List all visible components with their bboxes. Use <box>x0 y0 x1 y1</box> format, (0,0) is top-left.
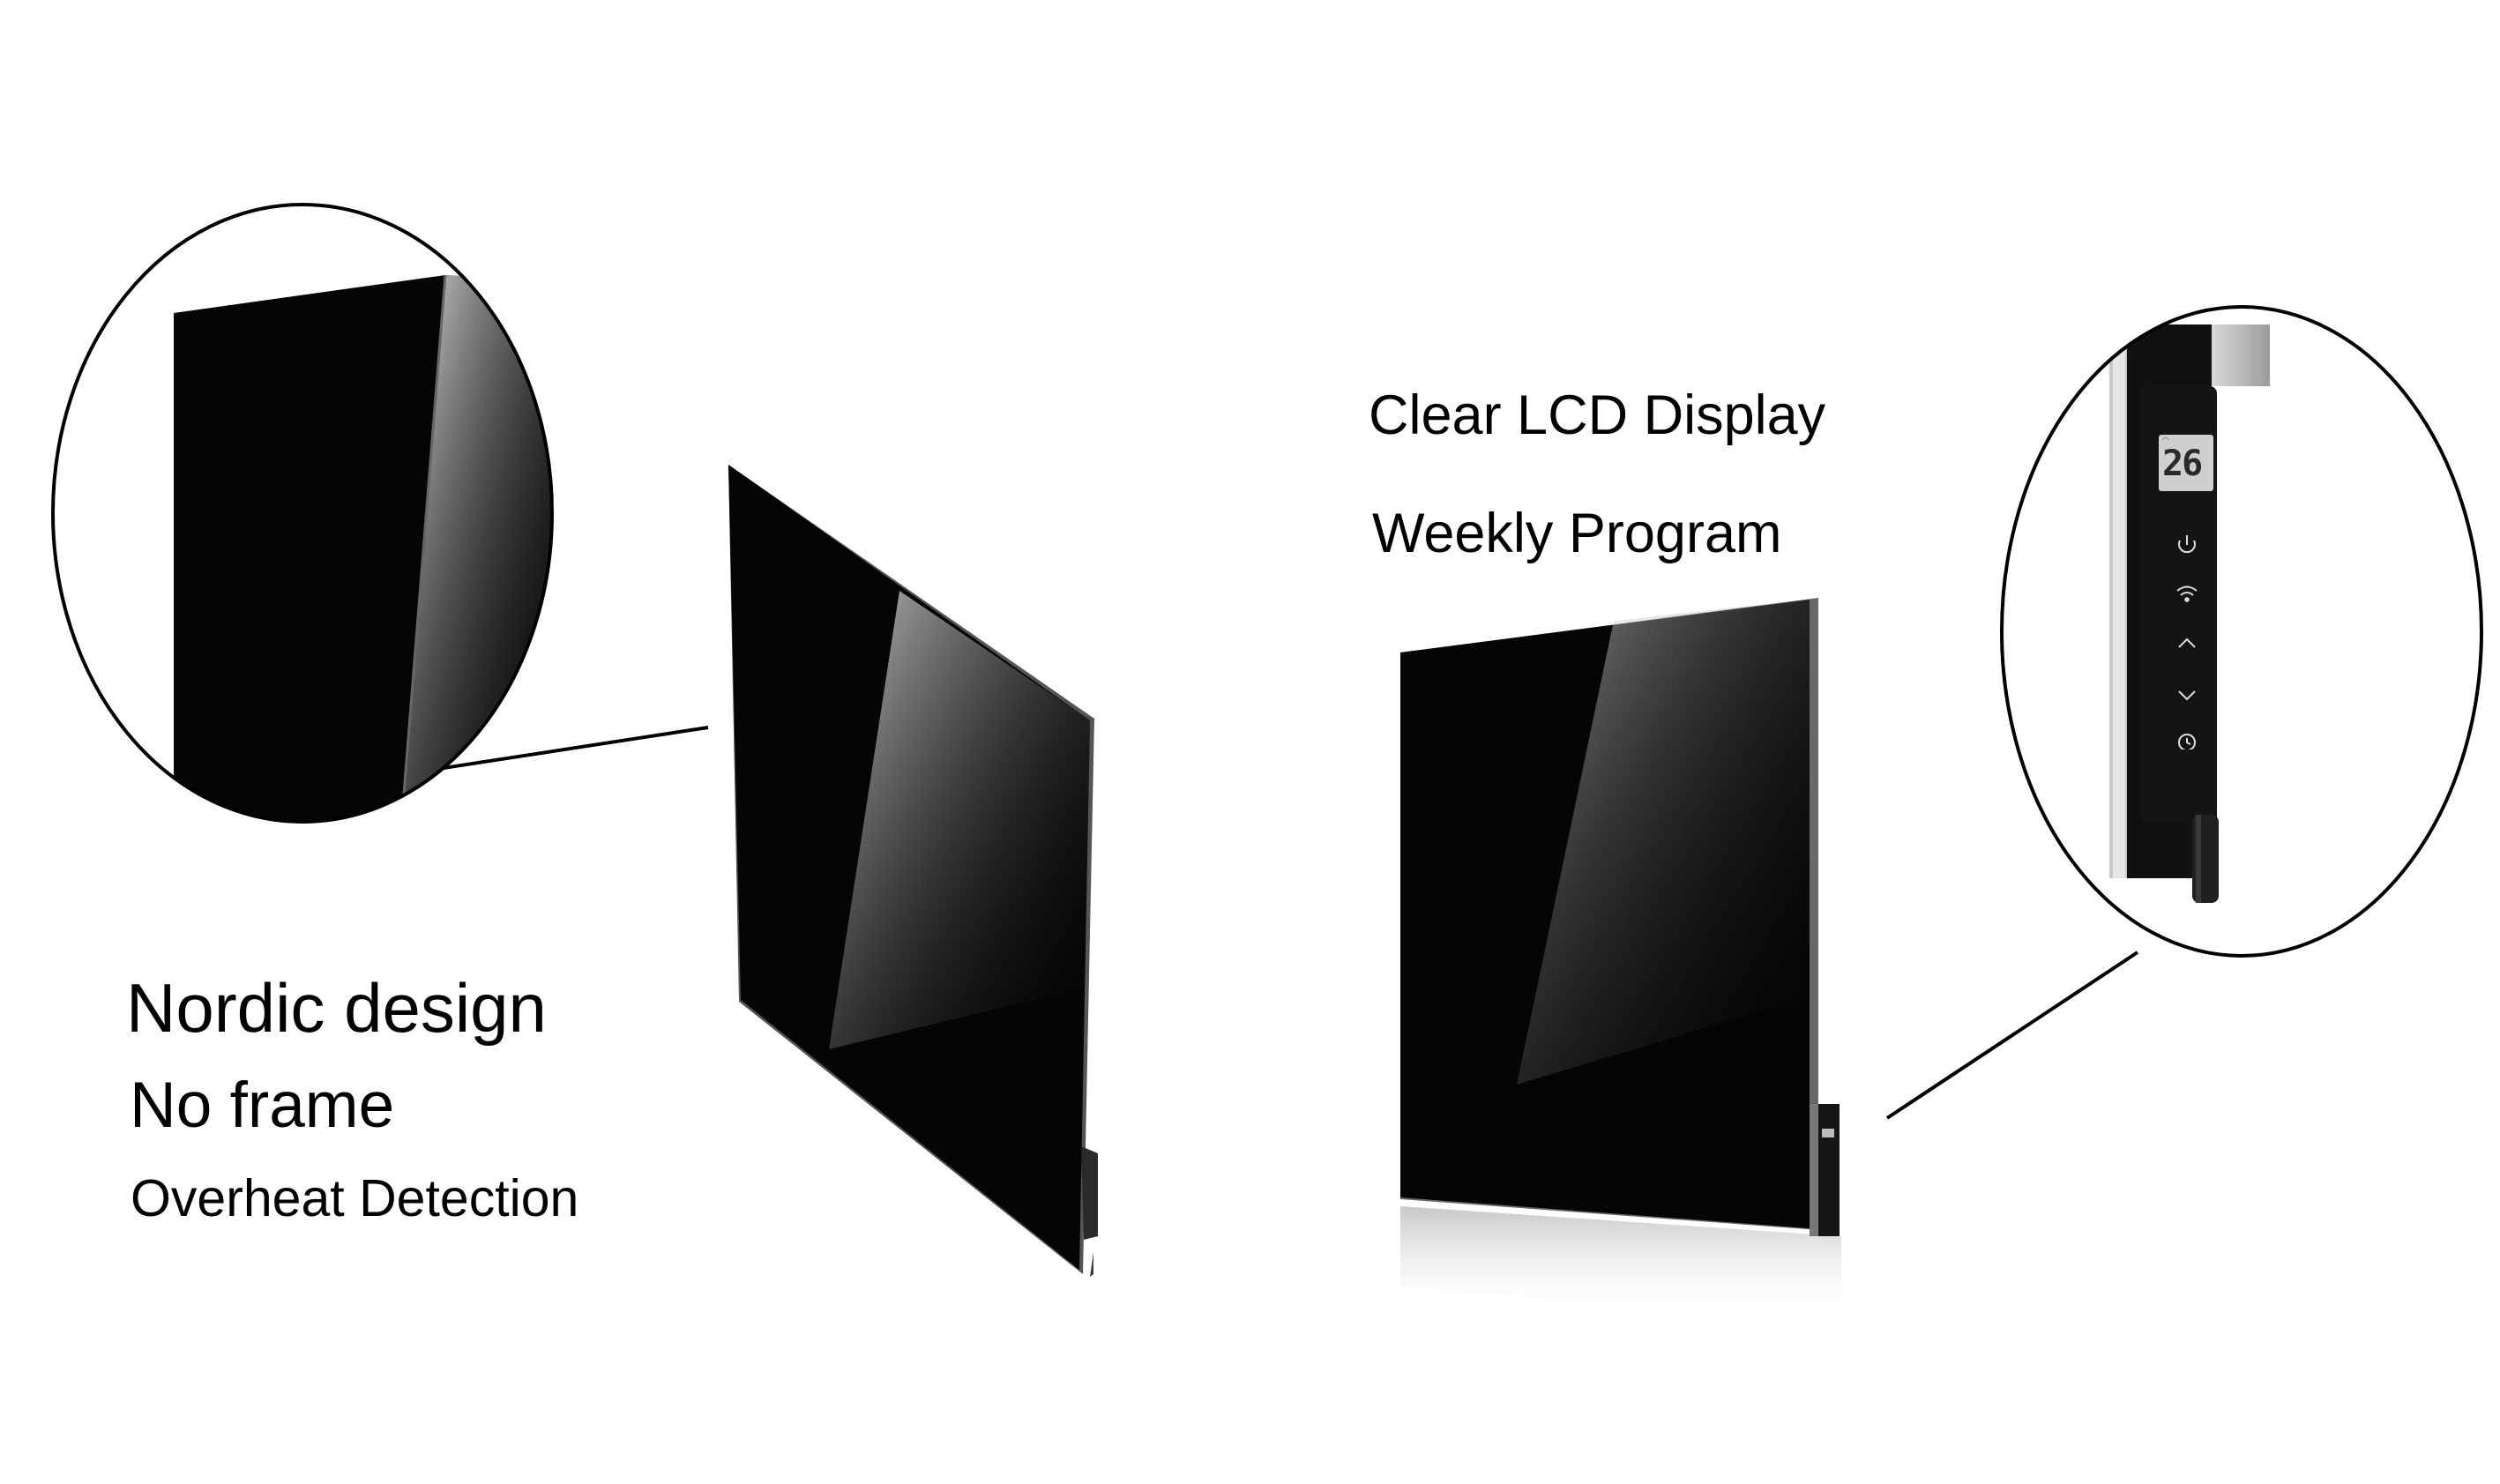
power-icon[interactable] <box>2178 535 2196 554</box>
lcd-wifi-indicator-icon: ◠ <box>2162 436 2169 445</box>
right-zoom-circle <box>2000 305 2483 958</box>
feature-no-frame: No frame <box>130 1070 395 1141</box>
lcd-temperature-readout: 26 <box>2162 444 2203 484</box>
left-callout-line <box>431 726 709 772</box>
right-callout-line <box>1885 951 2139 1120</box>
feature-nordic-design: Nordic design <box>126 969 547 1047</box>
feature-weekly-program: Weekly Program <box>1372 503 1782 564</box>
feature-clear-lcd-display: Clear LCD Display <box>1369 384 1826 446</box>
timer-icon[interactable] <box>2178 734 2196 749</box>
left-heater-panel <box>728 465 1098 1277</box>
chevron-up-icon[interactable] <box>2178 638 2196 648</box>
right-heater-panel <box>1400 598 1841 1323</box>
chevron-down-icon[interactable] <box>2178 690 2196 701</box>
left-zoom-circle <box>51 203 554 824</box>
lcd-screen: 26 ◠ <box>2159 435 2213 491</box>
feature-overheat-detection: Overheat Detection <box>131 1169 579 1227</box>
control-buttons <box>2176 535 2198 749</box>
wifi-icon[interactable] <box>2176 585 2198 602</box>
